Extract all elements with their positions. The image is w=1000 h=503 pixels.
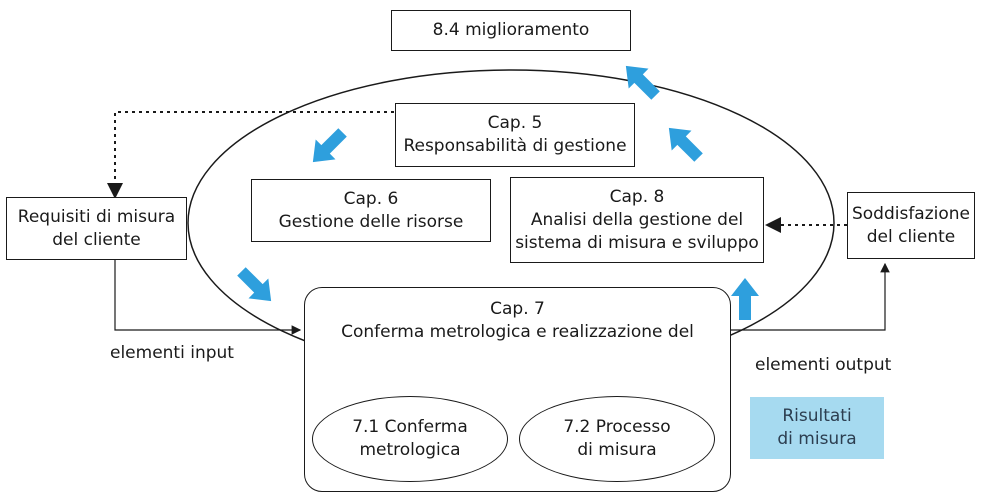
cap7-sub1-line1: 7.1 Conferma (352, 417, 468, 437)
output-label: elementi output (755, 355, 892, 375)
cap6-box: Cap. 6 Gestione delle risorse (251, 179, 491, 242)
requirements-line1: Requisiti di misura (17, 206, 176, 227)
cap8-box: Cap. 8 Analisi della gestione del sistem… (510, 177, 764, 263)
flow-arrow-cap5-to-cap6 (312, 128, 347, 163)
cap7-sub2-line1: 7.2 Processo (563, 417, 671, 437)
flow-arrow-cap8-to-cap5 (668, 127, 703, 162)
results-line2: di misura (777, 429, 857, 449)
cap8-subtitle-line2: sistema di misura e sviluppo (515, 232, 759, 253)
feedback-dotted-line-requirements (107, 111, 394, 199)
flow-arrow-cap8-to-improvement (625, 65, 660, 100)
cap5-box: Cap. 5 Responsabilità di gestione (395, 103, 635, 167)
improvement-label: 8.4 miglioramento (432, 20, 590, 40)
results-box: Risultati di misura (750, 397, 884, 459)
flow-arrow-cap7-to-cap8 (731, 278, 759, 320)
cap7-sub2-line2: di misura (577, 440, 657, 460)
requirements-box: Requisiti di misura del cliente (6, 197, 187, 260)
cap8-title: Cap. 8 (609, 186, 665, 207)
requirements-line2: del cliente (52, 229, 141, 250)
satisfaction-line2: del cliente (866, 226, 956, 247)
cap7-subtitle: Conferma metrologica e realizzazione del (341, 322, 694, 342)
cap7-sub1-oval: 7.1 Conferma metrologica (312, 396, 508, 482)
results-line1: Risultati (782, 406, 852, 426)
flow-arrow-cap6-to-cap7 (237, 267, 272, 302)
cap5-title: Cap. 5 (487, 113, 543, 133)
satisfaction-line1: Soddisfazione (851, 203, 971, 224)
input-label: elementi input (110, 343, 234, 363)
cap6-title: Cap. 6 (343, 188, 399, 209)
cap8-subtitle-line1: Analisi della gestione del (530, 209, 744, 230)
cap5-subtitle: Responsabilità di gestione (403, 136, 627, 156)
satisfaction-box: Soddisfazione del cliente (847, 192, 975, 259)
cap7-title: Cap. 7 (490, 299, 545, 319)
cap6-subtitle: Gestione delle risorse (278, 211, 464, 232)
cap7-sub1-line2: metrologica (359, 440, 461, 460)
improvement-box: 8.4 miglioramento (391, 10, 631, 51)
cap7-box: Cap. 7 Conferma metrologica e realizzazi… (304, 287, 731, 492)
output-flow-line (731, 262, 890, 331)
input-flow-line (114, 260, 302, 335)
cap7-heading: Cap. 7 Conferma metrologica e realizzazi… (305, 298, 730, 344)
cap7-sub2-oval: 7.2 Processo di misura (519, 396, 715, 482)
